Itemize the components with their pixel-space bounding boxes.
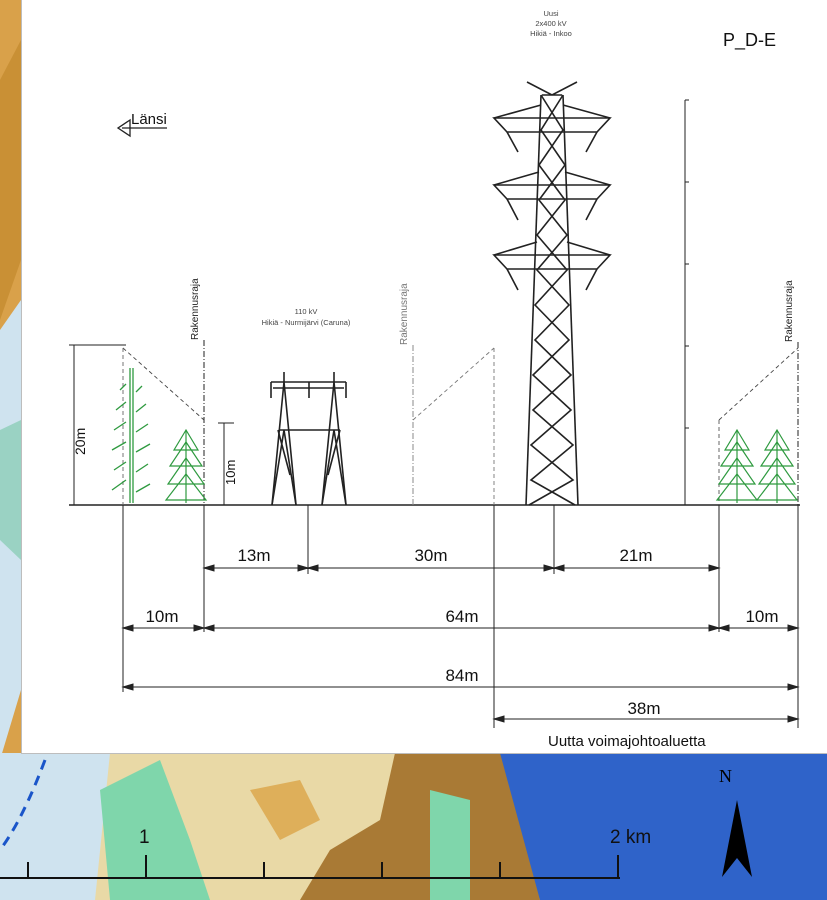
dim-10m-right: 10m [745,607,778,626]
small-tree-height-label: 10m [223,460,238,485]
scale-label-2km: 2 km [610,827,652,848]
new-area-label: Uutta voimajohtoaluetta [548,733,706,750]
new-line-route: Hikiä - Inkoo [530,29,572,38]
tree-height-marker [69,344,126,506]
building-limit-label-1: Rakennusraja [190,278,201,340]
existing-110kv-tower-icon [270,372,347,506]
dim-21m: 21m [619,546,652,565]
conifer-tree-icon [755,428,799,503]
dim-30m: 30m [414,546,447,565]
west-arrow-icon [116,118,167,138]
conifer-tree-icon [715,428,759,503]
cross-section-diagram: Länsi Uusi 2x400 kV Hikiä - Inkoo 110 kV… [69,9,800,728]
scale-label-1: 1 [139,827,150,848]
dim-13m: 13m [237,546,270,565]
building-limit-label-3: Rakennusraja [784,280,795,342]
conifer-tree-icon [164,428,208,503]
diagram-code: P_D-E [723,30,777,50]
tree-height-label: 20m [72,428,88,455]
new-line-voltage: 2x400 kV [535,19,566,28]
north-label: N [719,766,732,786]
new-400kv-tower-icon [492,81,612,506]
dim-38m: 38m [627,699,660,718]
dim-10m-left: 10m [145,607,178,626]
direction-label: Länsi [131,111,167,128]
existing-line-route: Hikiä - Nurmijärvi (Caruna) [262,318,351,327]
cross-section-panel: Länsi Uusi 2x400 kV Hikiä - Inkoo 110 kV… [21,0,827,754]
dim-64m: 64m [445,607,478,626]
dim-84m: 84m [445,666,478,685]
small-tree-height-marker [218,422,234,505]
tall-tree-icon [111,368,151,503]
building-limit-label-2: Rakennusraja [399,283,410,345]
new-line-status: Uusi [543,9,558,18]
existing-line-voltage: 110 kV [295,307,318,316]
